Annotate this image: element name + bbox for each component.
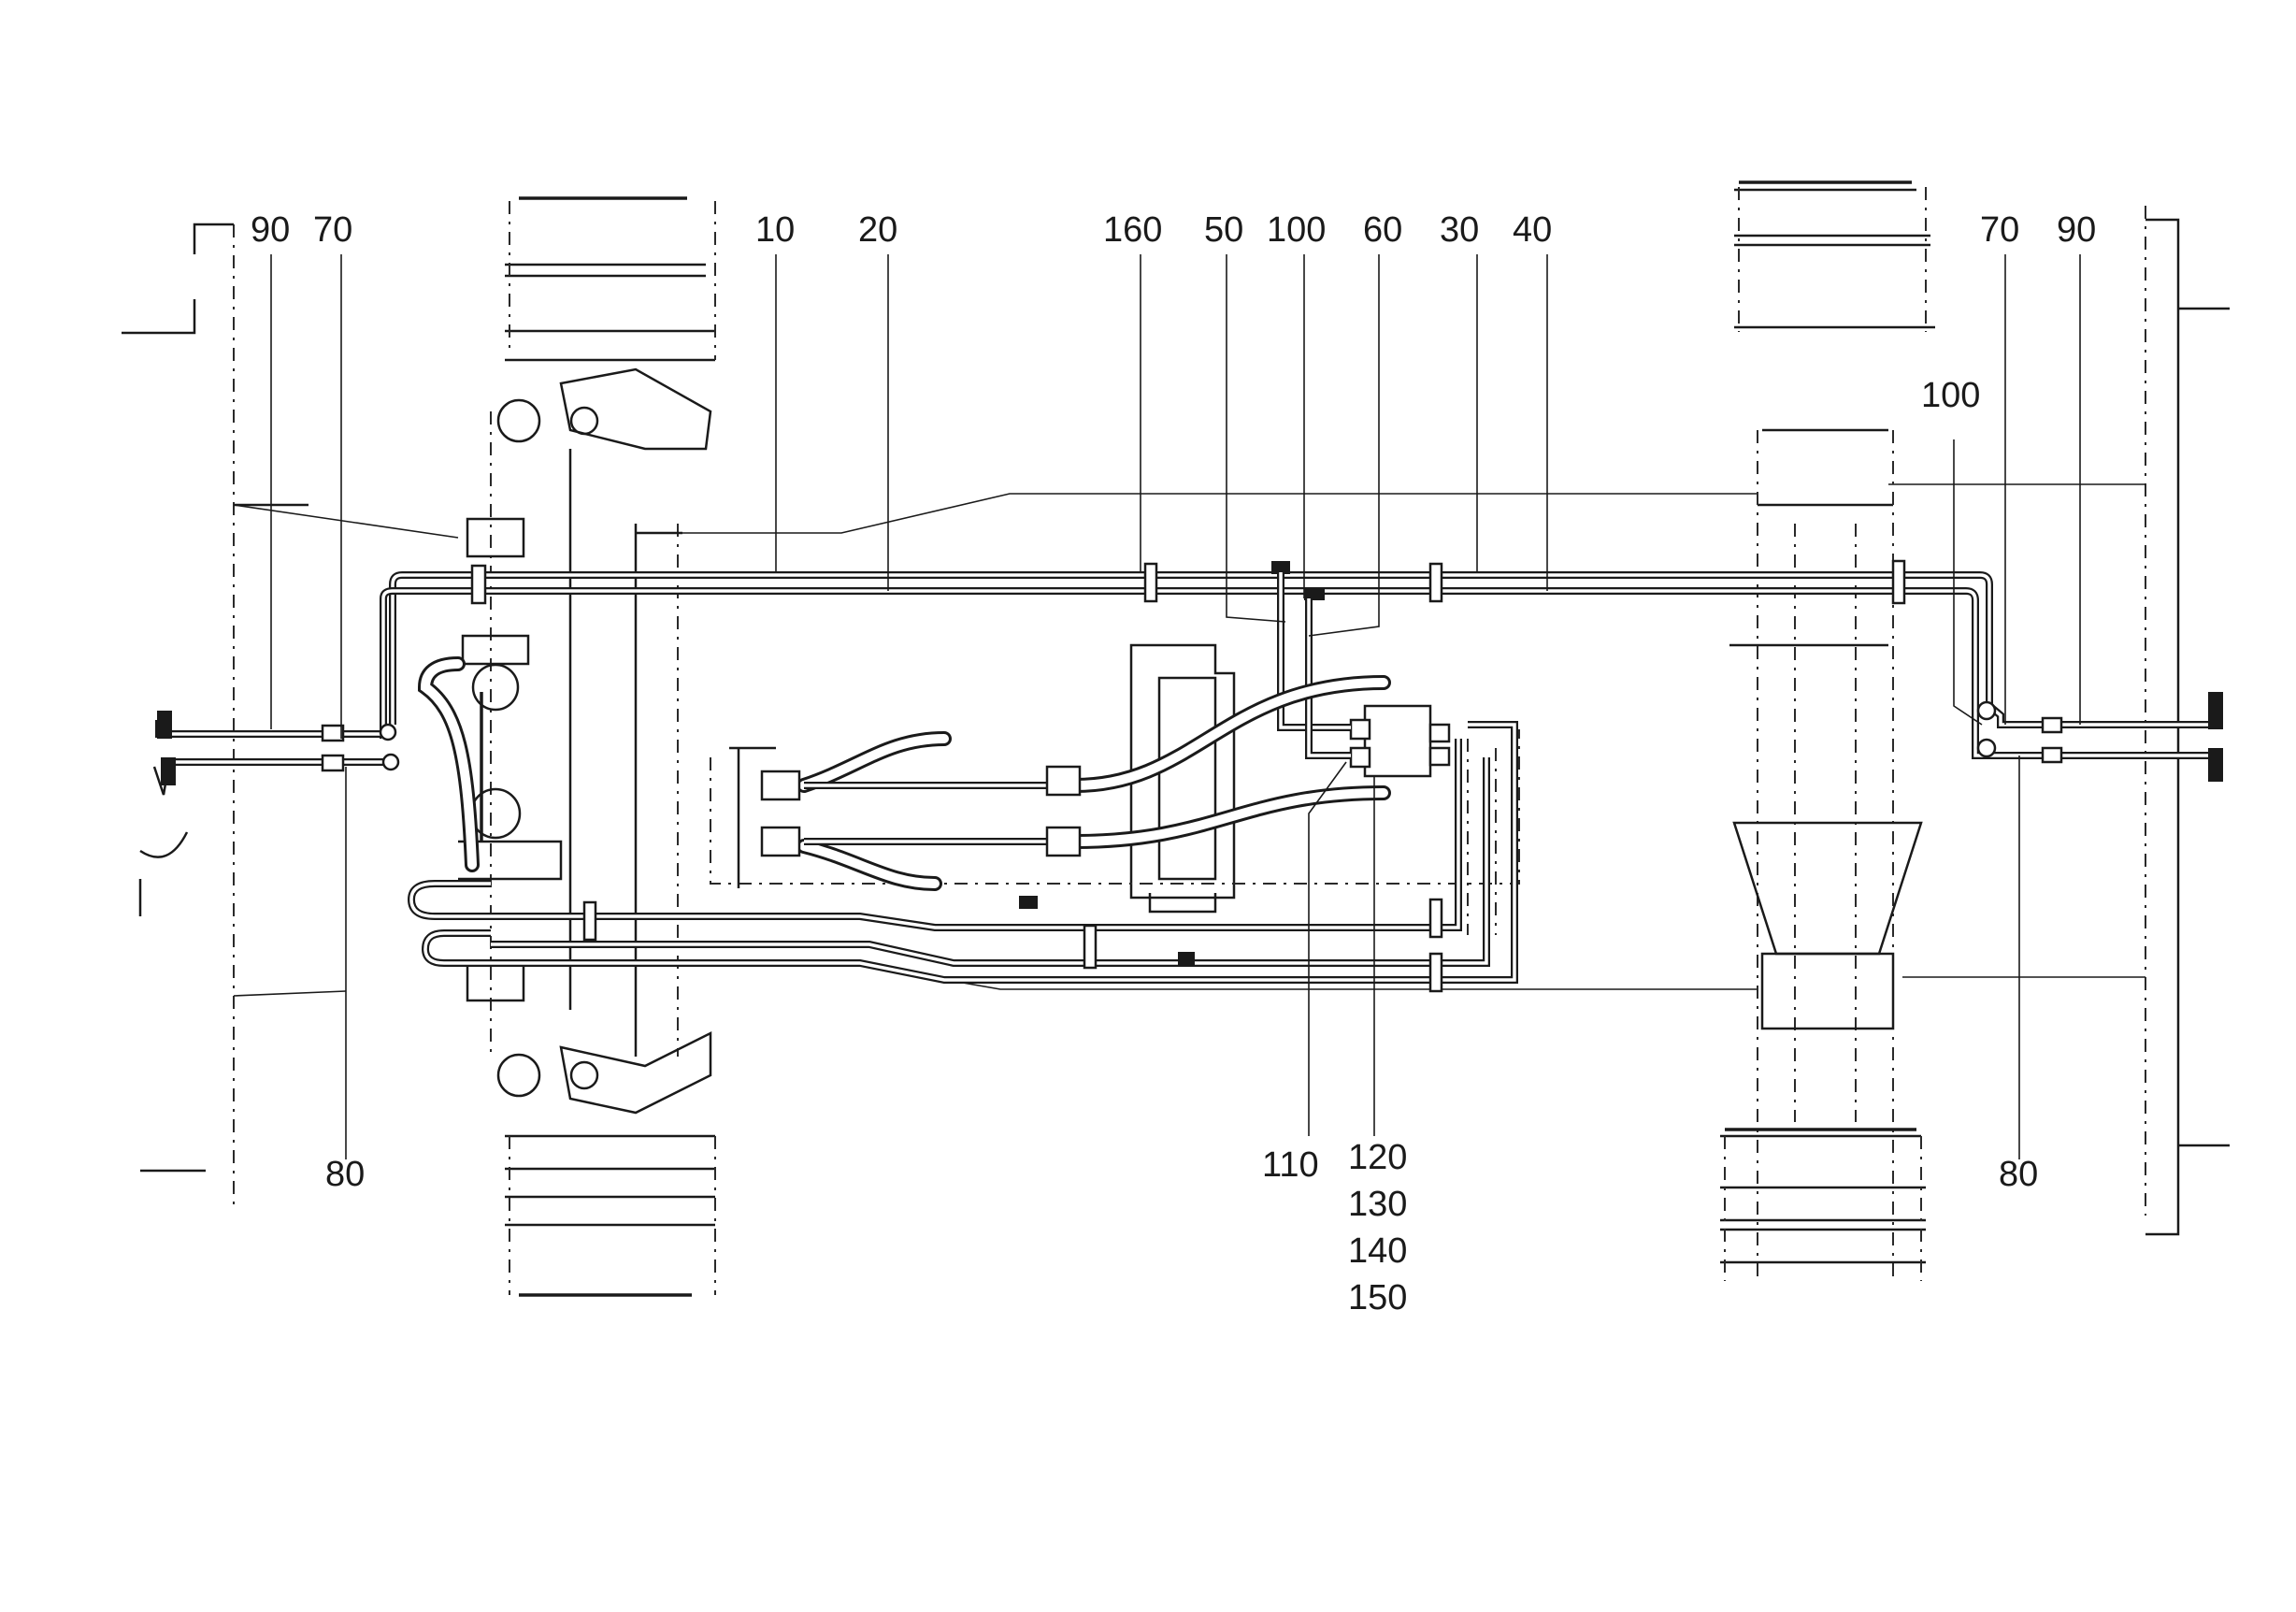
callout-90-left: 90 (251, 210, 290, 250)
callout-20: 20 (858, 210, 897, 250)
callout-70-right: 70 (1980, 210, 2019, 250)
callout-130: 130 (1348, 1185, 1407, 1224)
gearbox-housing (710, 643, 1520, 914)
callout-80-right: 80 (1999, 1155, 2038, 1194)
front-left-hoses (138, 711, 400, 916)
callout-10: 10 (755, 210, 795, 250)
callout-40: 40 (1513, 210, 1552, 250)
rear-right-hoses (1972, 692, 2223, 782)
callout-80-left: 80 (325, 1155, 365, 1194)
callout-100-right: 100 (1921, 376, 1980, 415)
leader-lines (270, 254, 2081, 1159)
callout-150: 150 (1348, 1278, 1407, 1317)
callout-30: 30 (1440, 210, 1479, 250)
valve-block-and-hoses (417, 656, 1497, 935)
lower-brake-pipes (407, 721, 1518, 993)
front-axle-assembly (458, 196, 716, 1297)
callout-120: 120 (1348, 1138, 1407, 1177)
chassis-frame (122, 206, 2230, 1236)
callout-60: 60 (1363, 210, 1402, 250)
callout-110: 110 (1262, 1145, 1319, 1185)
callout-labels: 90 70 10 20 160 50 100 60 30 40 70 90 10… (251, 210, 2096, 1317)
callout-160: 160 (1103, 210, 1162, 250)
callout-100-top: 100 (1267, 210, 1326, 250)
main-brake-pipes (380, 559, 1993, 743)
callout-70-left: 70 (313, 210, 352, 250)
callout-50: 50 (1204, 210, 1243, 250)
callout-140: 140 (1348, 1231, 1407, 1271)
rear-axle-assembly (1720, 180, 1935, 1281)
callout-90-right: 90 (2057, 210, 2096, 250)
